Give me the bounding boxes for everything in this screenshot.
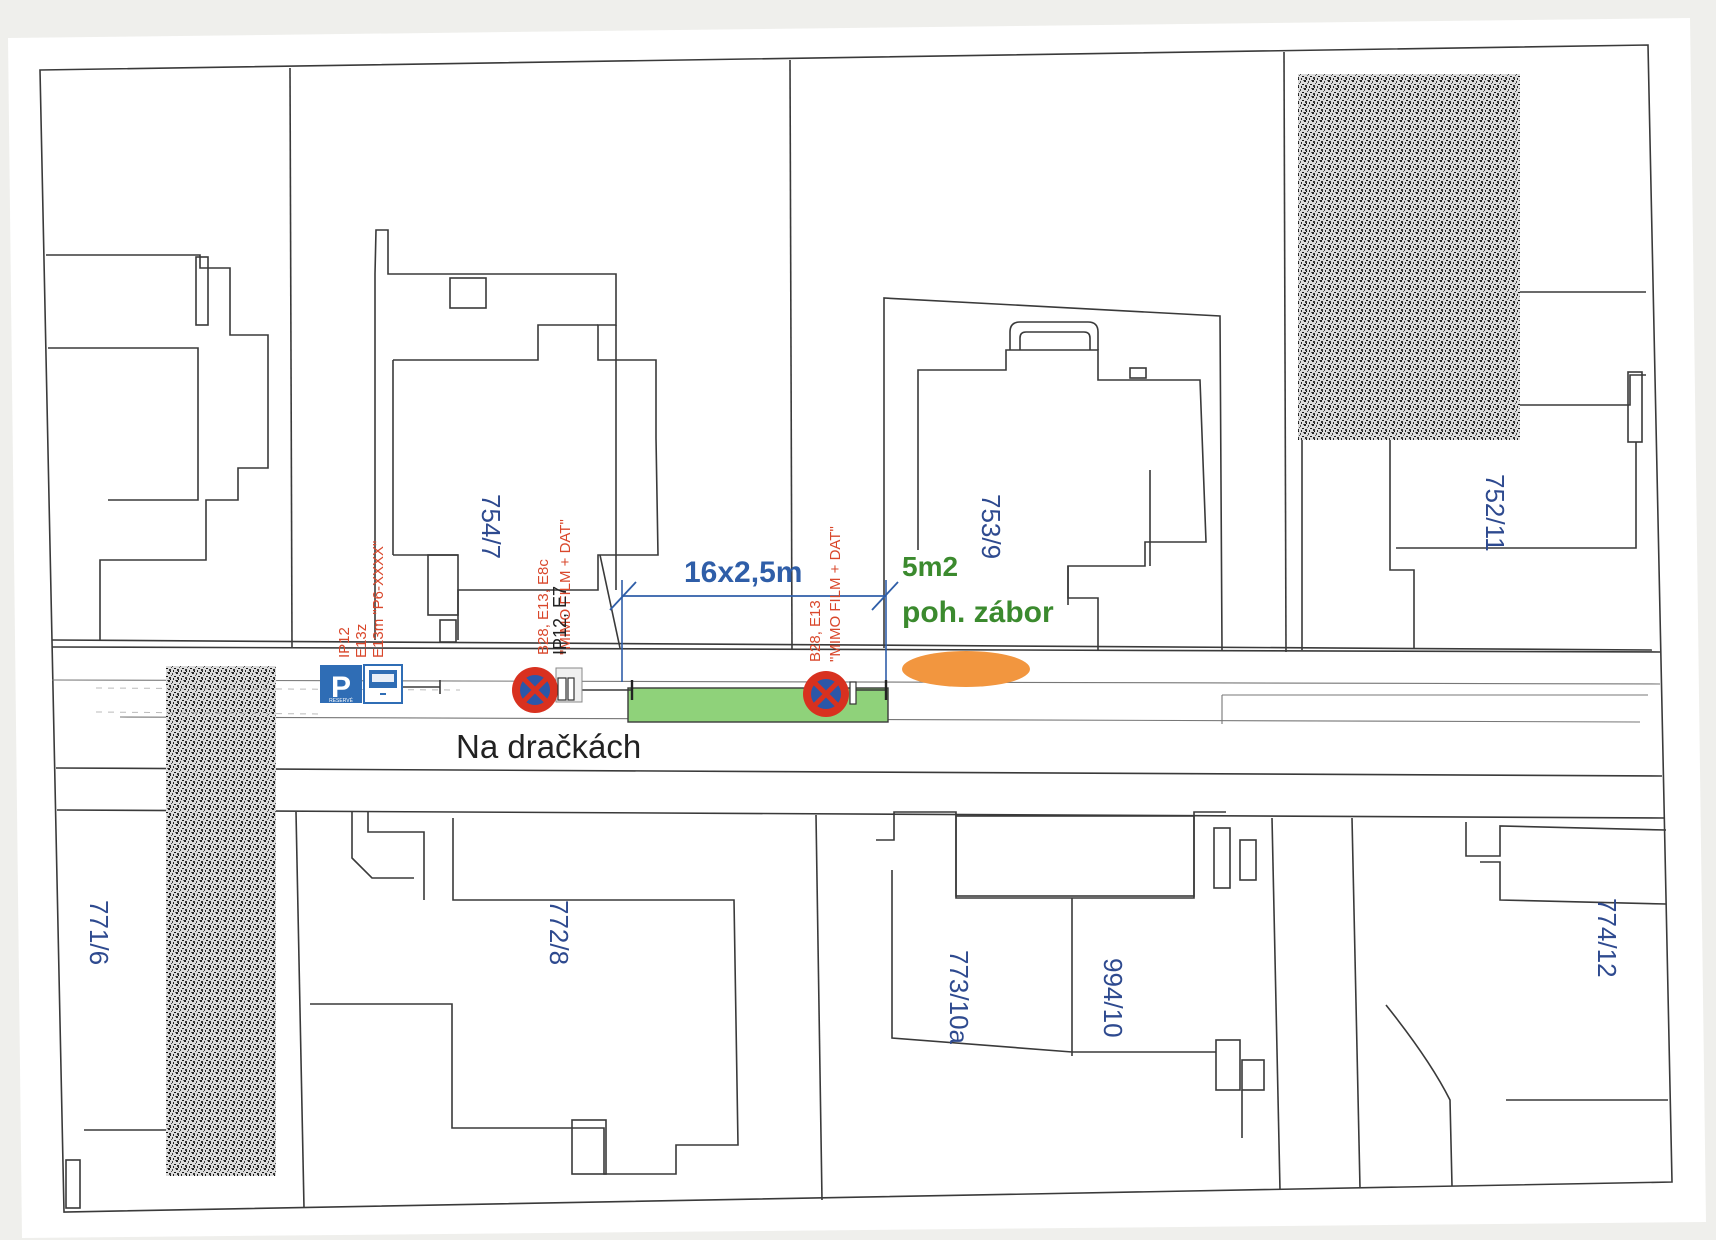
sidewalk-occupation-zone [902, 651, 1030, 687]
parking-note-3: E13m "P6-XXXX" [370, 541, 387, 658]
parcel-label-774-12: 774/12 [1592, 898, 1622, 978]
parcel-label-994-10: 994/10 [1098, 958, 1128, 1038]
no-stop-1-note-2: "MIMO FILM + DAT" [557, 519, 574, 655]
parking-sign-notes: IP12 E13z E13m "P6-XXXX" [336, 541, 387, 658]
parcel-label-754-7: 754/7 [476, 494, 506, 559]
no-stop-2-note-2: "MIMO FILM + DAT" [827, 526, 844, 662]
no-stopping-2-notes: B28, E13 "MIMO FILM + DAT" [807, 526, 844, 662]
obscured-area-northeast [1298, 74, 1520, 440]
building-754-7 [374, 229, 659, 649]
reserved-parking-zone [627, 687, 889, 723]
dimension-label: 16x2,5m [684, 556, 802, 589]
building-772-8 [310, 812, 739, 1175]
no-stop-1-note-1: B28, E13, E8c [535, 559, 552, 655]
parcel-label-773-10a: 773/10a [944, 950, 974, 1045]
sign-post-parking [402, 680, 441, 694]
building-773-10a [876, 811, 1265, 1138]
parking-sign-letter: P [331, 671, 351, 704]
building-753-9 [883, 297, 1223, 651]
parcel-label-752-11: 752/11 [1480, 474, 1510, 552]
street-lines [51, 646, 1665, 819]
no-stopping-1-notes: B28, E13, E8c "MIMO FILM + DAT" IP12, E7 [535, 519, 574, 655]
obscured-area-southwest [166, 666, 276, 1176]
no-stopping-sign-2 [803, 671, 857, 717]
parking-note-1: IP12 [336, 627, 353, 658]
sign-post-no-stopping-2 [854, 680, 888, 700]
parcel-boundaries-north [51, 51, 1653, 653]
dimension-line [609, 580, 899, 682]
no-stop-1-overlap: IP12, E7 [550, 586, 570, 655]
building-774-12 [1385, 822, 1668, 1187]
occupation-label: poh. zábor [902, 596, 1054, 629]
map-frame [39, 44, 1673, 1213]
parcel-label-772-8: 772/8 [544, 900, 574, 965]
no-stop-2-note-1: B28, E13 [807, 600, 824, 662]
occupation-area-label: 5m2 [902, 551, 958, 582]
parcel-boundaries-south [295, 811, 1361, 1209]
parking-note-2: E13z [353, 624, 370, 658]
street-name: Na dračkách [456, 728, 641, 765]
parking-sign-sub: RESERVÉ [329, 697, 353, 704]
parking-reserved-sign: P RESERVÉ [320, 664, 403, 704]
no-stopping-sign-1 [512, 667, 583, 713]
parcel-label-753-9: 753/9 [976, 494, 1006, 559]
buildings-northwest [46, 254, 269, 640]
parcel-label-771-6: 771/6 [84, 900, 114, 965]
